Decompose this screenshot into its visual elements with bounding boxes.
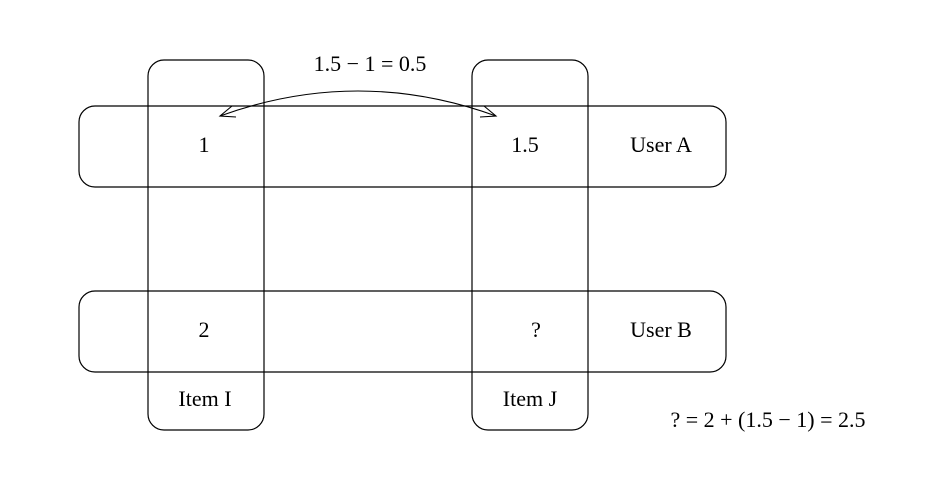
difference-equation: 1.5 − 1 = 0.5 — [314, 51, 427, 76]
user-a-row — [78, 105, 727, 188]
user-b-label: User B — [630, 317, 692, 342]
user-b-row — [78, 290, 727, 373]
right-arrowhead-icon — [479, 105, 498, 118]
prediction-equation: ? = 2 + (1.5 − 1) = 2.5 — [670, 407, 865, 432]
item-j-column — [471, 59, 589, 431]
item-i-label: Item I — [178, 386, 231, 411]
user-a-item-i-rating: 1 — [199, 132, 210, 157]
user-b-item-i-rating: 2 — [199, 317, 210, 342]
item-i-column — [147, 59, 265, 431]
difference-arc — [219, 90, 497, 117]
item-j-label: Item J — [503, 386, 558, 411]
user-b-item-j-rating: ? — [531, 317, 541, 342]
user-a-label: User A — [630, 132, 692, 157]
left-arrowhead-icon — [218, 105, 237, 118]
user-a-item-j-rating: 1.5 — [511, 132, 539, 157]
